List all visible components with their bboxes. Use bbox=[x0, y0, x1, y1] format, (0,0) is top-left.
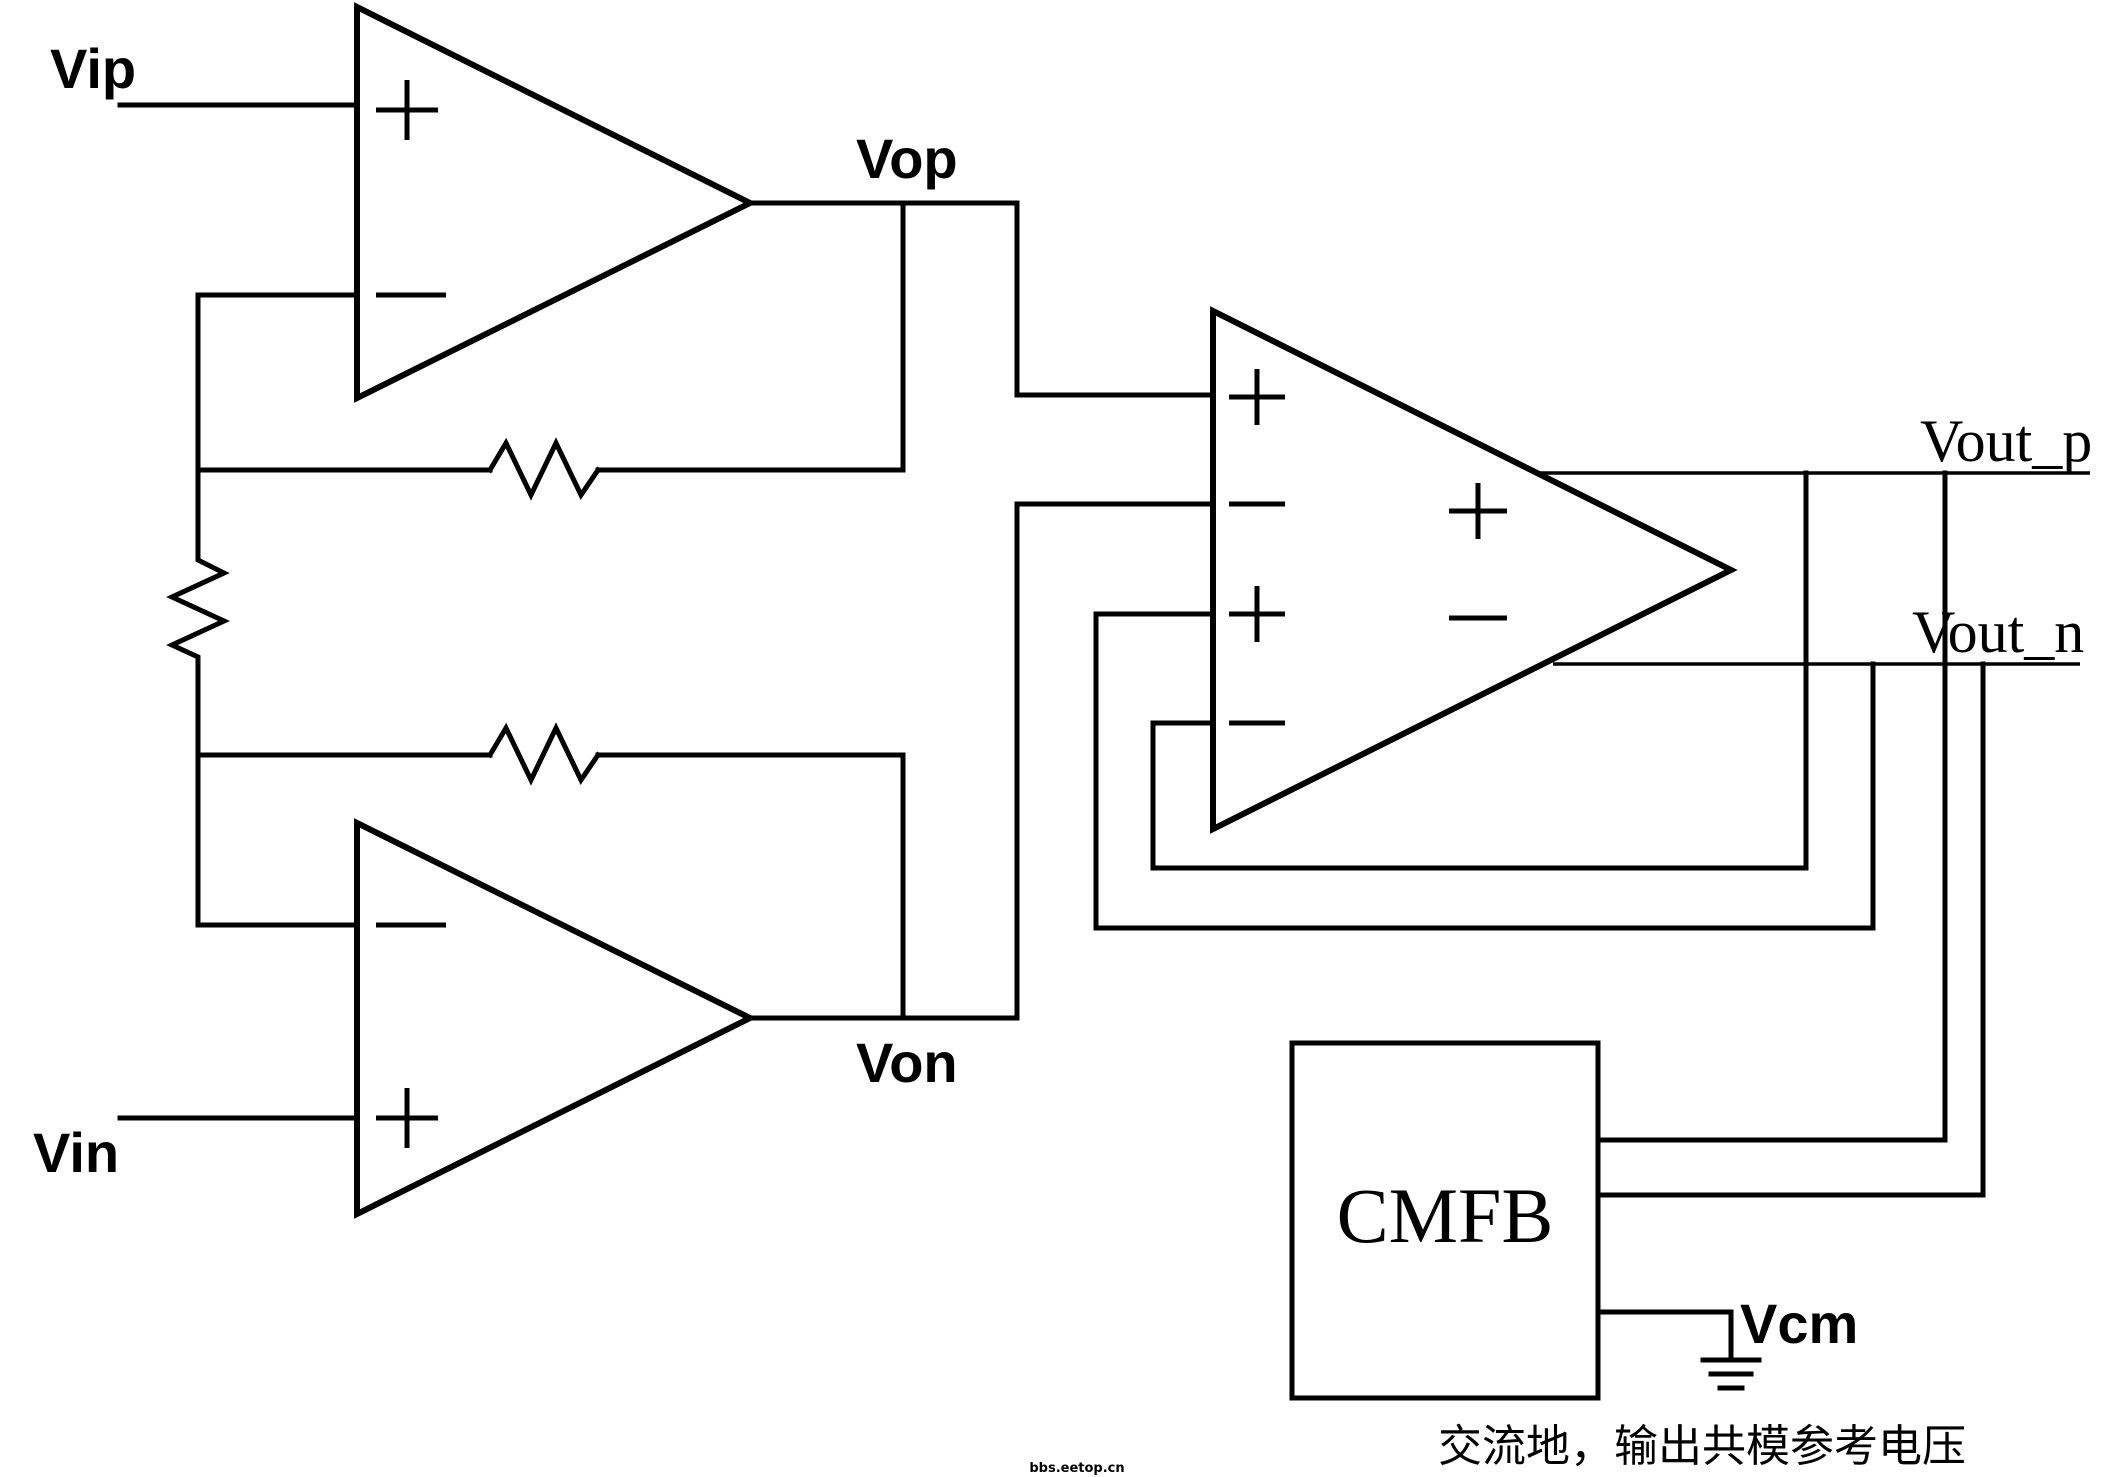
watermark: bbs.eetop.cn bbox=[1029, 1461, 1124, 1476]
opamp-bottom-plus-sign bbox=[376, 1088, 438, 1148]
fda-body bbox=[1210, 306, 1738, 834]
opamp-top-plus-sign bbox=[376, 80, 438, 140]
gain-resistor bbox=[166, 522, 230, 665]
fully-differential-amplifier bbox=[1210, 306, 1738, 834]
fda-in-plus-sign-1 bbox=[1229, 369, 1285, 425]
wire-cmfb-sense-p bbox=[1595, 470, 1948, 1143]
wire-bottom-feedback-right bbox=[595, 752, 906, 1021]
wire-vop bbox=[747, 200, 1216, 398]
wire-cm-feedback-p bbox=[1150, 470, 1809, 871]
opamp-bottom-body bbox=[354, 818, 757, 1219]
label-vcm: Vcm bbox=[1740, 1292, 1858, 1355]
fda-out-plus-sign bbox=[1449, 483, 1507, 539]
wire-bottom-inverting-feedback bbox=[195, 659, 360, 928]
cmfb-label: CMFB bbox=[1337, 1172, 1554, 1259]
fda-in-plus-sign-2 bbox=[1229, 586, 1285, 642]
label-von: Von bbox=[856, 1031, 958, 1094]
wire-top-feedback-right bbox=[595, 200, 906, 473]
ground-icon bbox=[1700, 1357, 1762, 1391]
caption-ac-ground: 交流地，输出共模参考电压 bbox=[1438, 1421, 1966, 1472]
top-feedback-resistor bbox=[486, 437, 602, 501]
label-vout-n: Vout_n bbox=[1912, 599, 2084, 665]
input-opamp-top bbox=[354, 2, 757, 403]
wire-cm-feedback-n bbox=[1093, 611, 1876, 931]
label-vin: Vin bbox=[33, 1121, 119, 1184]
wire-top-inverting-feedback bbox=[195, 292, 360, 528]
label-vip: Vip bbox=[50, 37, 136, 100]
wire-von bbox=[747, 501, 1216, 1021]
input-opamp-bottom bbox=[354, 818, 757, 1219]
wire-cmfb-sense-n bbox=[1595, 661, 1986, 1198]
wire-vcm bbox=[1595, 1309, 1734, 1363]
cmfb-block bbox=[1289, 1040, 1601, 1401]
bottom-feedback-resistor bbox=[486, 722, 602, 786]
label-vop: Vop bbox=[856, 127, 958, 190]
opamp-top-body bbox=[354, 2, 757, 403]
label-vout-p: Vout_p bbox=[1920, 408, 2092, 474]
